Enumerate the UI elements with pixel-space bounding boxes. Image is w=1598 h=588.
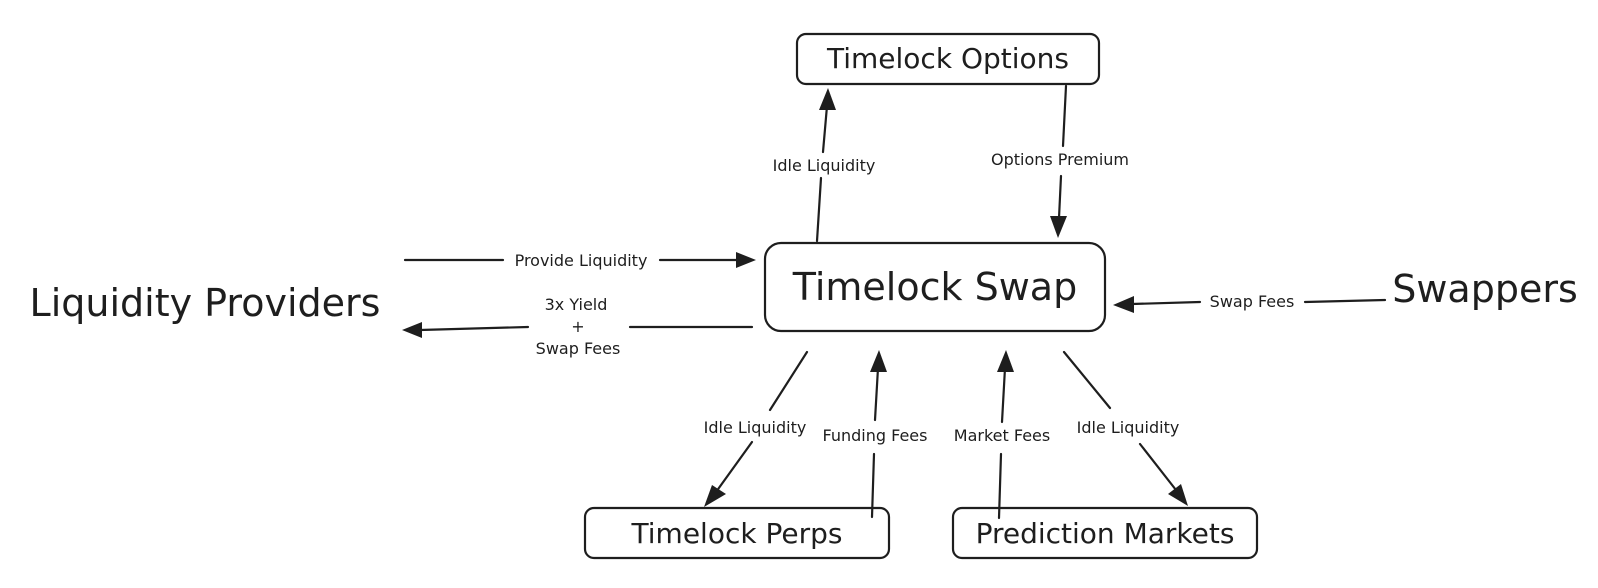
arrowhead bbox=[1168, 484, 1188, 506]
timelock-perps-box bbox=[583, 506, 891, 560]
arrowhead bbox=[819, 88, 836, 110]
edge-idle-liquidity-options: Idle Liquidity bbox=[773, 88, 876, 243]
provide-liquidity-label: Provide Liquidity bbox=[515, 251, 648, 270]
arrowhead bbox=[997, 350, 1014, 372]
timelock-swap-label: Timelock Swap bbox=[792, 265, 1077, 309]
arrowhead bbox=[870, 350, 887, 372]
node-timelock-swap: Timelock Swap bbox=[763, 241, 1107, 333]
node-timelock-options: Timelock Options bbox=[795, 32, 1101, 86]
idle-liquidity-markets-label: Idle Liquidity bbox=[1077, 418, 1180, 437]
edge-funding-fees: Funding Fees bbox=[823, 350, 928, 519]
arrowhead bbox=[1113, 296, 1134, 313]
node-prediction-markets: Prediction Markets bbox=[951, 506, 1259, 560]
edge-yield-swap-fees: 3x Yield + Swap Fees bbox=[402, 295, 754, 358]
liquidity-providers-label: Liquidity Providers bbox=[30, 281, 381, 325]
market-fees-label: Market Fees bbox=[954, 426, 1050, 445]
edge-swap-fees: Swap Fees bbox=[1113, 292, 1387, 313]
idle-liquidity-options-label: Idle Liquidity bbox=[773, 156, 876, 175]
arrowhead bbox=[1050, 216, 1067, 238]
timelock-options-box bbox=[795, 32, 1101, 86]
funding-fees-label: Funding Fees bbox=[823, 426, 928, 445]
swappers-label: Swappers bbox=[1392, 267, 1578, 311]
timelock-options-label: Timelock Options bbox=[826, 42, 1069, 75]
edge-provide-liquidity: Provide Liquidity bbox=[403, 251, 756, 270]
yield-label-line3: Swap Fees bbox=[536, 339, 621, 358]
arrowhead bbox=[704, 485, 726, 507]
timelock-perps-label: Timelock Perps bbox=[631, 517, 843, 550]
arrowhead bbox=[736, 252, 756, 268]
swap-fees-label: Swap Fees bbox=[1210, 292, 1295, 311]
yield-label-line2: + bbox=[571, 317, 584, 336]
edge-market-fees: Market Fees bbox=[954, 350, 1050, 520]
edge-idle-liquidity-perps: Idle Liquidity bbox=[704, 350, 809, 507]
node-timelock-perps: Timelock Perps bbox=[583, 506, 891, 560]
prediction-markets-label: Prediction Markets bbox=[976, 517, 1235, 550]
timelock-swap-box bbox=[763, 241, 1107, 333]
options-premium-label: Options Premium bbox=[991, 150, 1129, 169]
idle-liquidity-perps-label: Idle Liquidity bbox=[704, 418, 807, 437]
edge-options-premium: Options Premium bbox=[991, 84, 1129, 238]
edge-idle-liquidity-markets: Idle Liquidity bbox=[1062, 350, 1188, 506]
arrowhead bbox=[402, 322, 422, 338]
yield-label-line1: 3x Yield bbox=[545, 295, 608, 314]
prediction-markets-box bbox=[951, 506, 1259, 560]
